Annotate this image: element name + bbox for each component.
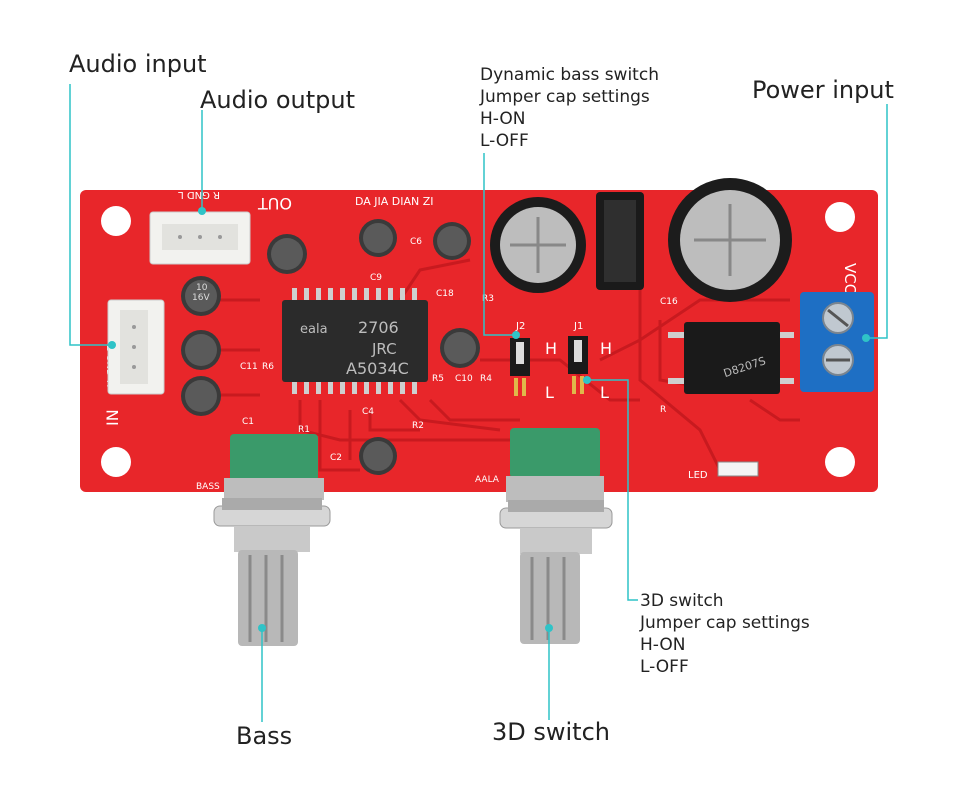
j1-h-label: H bbox=[600, 339, 612, 358]
main-ic-chip: eala 2706 JRC A5034C bbox=[282, 288, 428, 394]
cap-value-label: 10 bbox=[196, 283, 208, 293]
ref-c18: C18 bbox=[436, 289, 454, 299]
chip-number-text: 2706 bbox=[358, 318, 399, 337]
mounting-hole bbox=[101, 206, 131, 236]
callout-leaders bbox=[69, 84, 888, 722]
ref-c2: C2 bbox=[330, 453, 342, 463]
ref-r3: R3 bbox=[482, 294, 494, 304]
ref-r5: R5 bbox=[432, 374, 444, 384]
voltage-regulator bbox=[596, 192, 644, 290]
j2-label: J2 bbox=[515, 321, 525, 332]
led-silk-label: LED bbox=[688, 470, 708, 481]
ref-c6: C6 bbox=[410, 237, 422, 247]
mounting-hole bbox=[101, 447, 131, 477]
j1-label: J1 bbox=[573, 321, 583, 332]
bridge-rectifier: D8207S bbox=[668, 322, 794, 394]
dynamic-bass-line-2: Jumper cap settings bbox=[480, 87, 650, 107]
dynamic-bass-line-3: H-ON bbox=[480, 109, 526, 129]
3d-switch-callout: 3D switch Jumper cap settings H-ON L-OFF bbox=[640, 590, 810, 678]
small-capacitors: 16V 10 bbox=[181, 219, 480, 475]
out-pins-label: R GND L bbox=[178, 189, 220, 200]
jumper-j1 bbox=[568, 336, 588, 394]
ref-c4: C4 bbox=[362, 407, 374, 417]
chip-part-text: A5034C bbox=[346, 359, 409, 378]
3d-switch-line-4: L-OFF bbox=[640, 657, 689, 677]
ref-c1: C1 bbox=[242, 417, 254, 427]
3d-switch-line-2: Jumper cap settings bbox=[640, 613, 810, 633]
bass-silk-label: BASS bbox=[196, 482, 220, 492]
3d-switch-leader bbox=[587, 379, 638, 601]
mounting-hole bbox=[825, 447, 855, 477]
aala-silk-label: AALA bbox=[475, 475, 500, 485]
j2-h-label: H bbox=[545, 339, 557, 358]
bass-potentiometer bbox=[213, 434, 331, 646]
ref-r1: R1 bbox=[298, 425, 310, 435]
ref-c10: C10 bbox=[455, 374, 473, 384]
dynamic-bass-title: Dynamic bass switch bbox=[480, 65, 659, 85]
large-capacitor-right bbox=[668, 178, 792, 302]
ref-r: R bbox=[660, 405, 666, 415]
large-capacitor-left bbox=[490, 197, 586, 293]
3d-potentiometer bbox=[499, 428, 613, 644]
audio-input-callout: Audio input bbox=[69, 50, 207, 78]
jumper-j2 bbox=[510, 338, 530, 396]
cap-voltage-label: 16V bbox=[192, 293, 210, 303]
vcc-label: VCC bbox=[841, 263, 859, 294]
ref-c9: C9 bbox=[370, 273, 382, 283]
3d-switch-line-3: H-ON bbox=[640, 635, 686, 655]
3d-knob-callout: 3D switch bbox=[492, 718, 610, 746]
j2-l-label: L bbox=[545, 383, 554, 402]
ref-r2: R2 bbox=[412, 421, 424, 431]
chip-brand-text: eala bbox=[300, 322, 328, 337]
out-label: OUT bbox=[258, 194, 292, 213]
power-terminal-block bbox=[800, 292, 874, 392]
in-label: IN bbox=[103, 409, 122, 426]
power-input-callout: Power input bbox=[752, 76, 894, 104]
mounting-hole bbox=[825, 202, 855, 232]
audio-input-connector bbox=[107, 299, 165, 395]
led bbox=[717, 461, 759, 477]
power-input-leader bbox=[866, 104, 888, 339]
ref-c16: C16 bbox=[660, 297, 678, 307]
ref-r4: R4 bbox=[480, 374, 492, 384]
board-title-text: DA JIA DIAN ZI bbox=[355, 195, 434, 208]
audio-input-leader bbox=[69, 84, 112, 346]
3d-switch-title: 3D switch bbox=[640, 591, 724, 611]
dynamic-bass-line-4: L-OFF bbox=[480, 131, 529, 151]
ref-r6: R6 bbox=[262, 362, 274, 372]
chip-jrc-text: JRC bbox=[371, 340, 397, 358]
dynamic-bass-callout: Dynamic bass switch Jumper cap settings … bbox=[480, 64, 659, 152]
callout-dots bbox=[108, 207, 870, 632]
dynamic-bass-leader bbox=[483, 153, 516, 336]
ref-c11: C11 bbox=[240, 362, 258, 372]
j1-l-label: L bbox=[600, 383, 609, 402]
audio-output-callout: Audio output bbox=[200, 86, 356, 114]
audio-output-connector bbox=[149, 211, 251, 265]
bass-callout: Bass bbox=[236, 722, 293, 750]
